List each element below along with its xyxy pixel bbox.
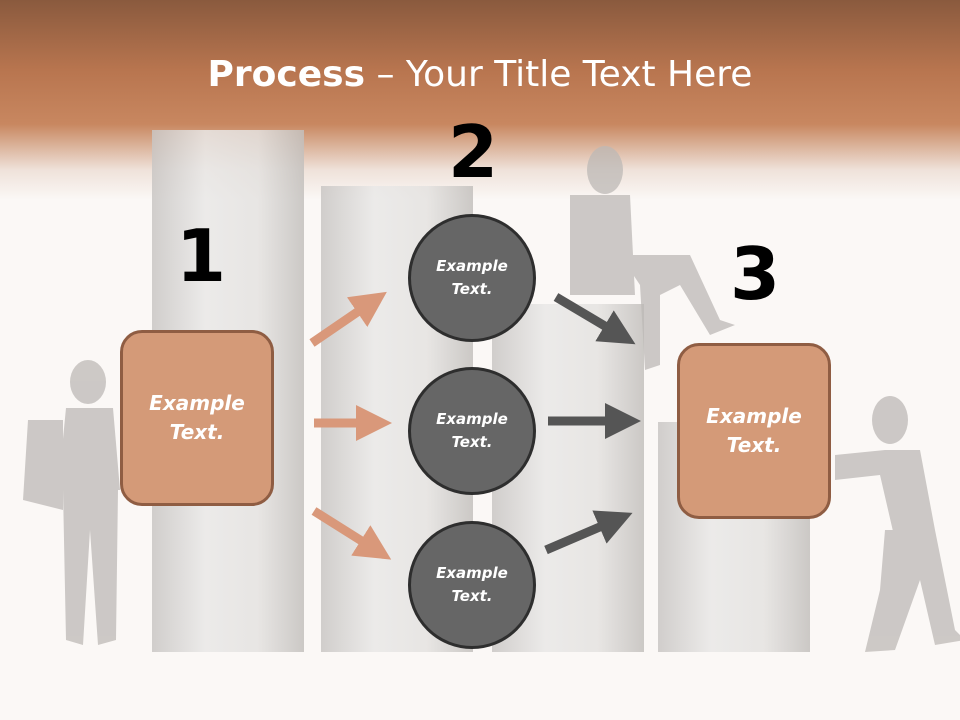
- circle-middle: Example Text.: [408, 367, 536, 495]
- step-number-2: 2: [448, 110, 499, 194]
- step-box-3: Example Text.: [677, 343, 831, 519]
- slide-title: Process – Your Title Text Here: [0, 54, 960, 95]
- step-number-3: 3: [730, 232, 781, 316]
- title-bold: Process: [207, 54, 366, 95]
- person-standing-figure: [23, 360, 120, 645]
- circle-bottom: Example Text.: [408, 521, 536, 649]
- arrow-right-up: [544, 510, 633, 555]
- arrow-left-up: [309, 291, 387, 347]
- step-box-3-label: Example Text.: [706, 404, 802, 457]
- title-rest: – Your Title Text Here: [365, 54, 753, 95]
- circle-middle-label: Example Text.: [436, 409, 508, 451]
- step-box-1-label: Example Text.: [149, 391, 245, 444]
- circle-bottom-label: Example Text.: [436, 563, 508, 605]
- arrow-left-down: [311, 507, 392, 560]
- person-pushing-figure: [835, 396, 960, 652]
- arrow-right-down: [553, 293, 636, 345]
- circle-top-label: Example Text.: [436, 256, 508, 298]
- circle-top: Example Text.: [408, 214, 536, 342]
- step-box-1: Example Text.: [120, 330, 274, 506]
- step-number-1: 1: [176, 214, 227, 298]
- person-sitting-figure: [570, 146, 735, 370]
